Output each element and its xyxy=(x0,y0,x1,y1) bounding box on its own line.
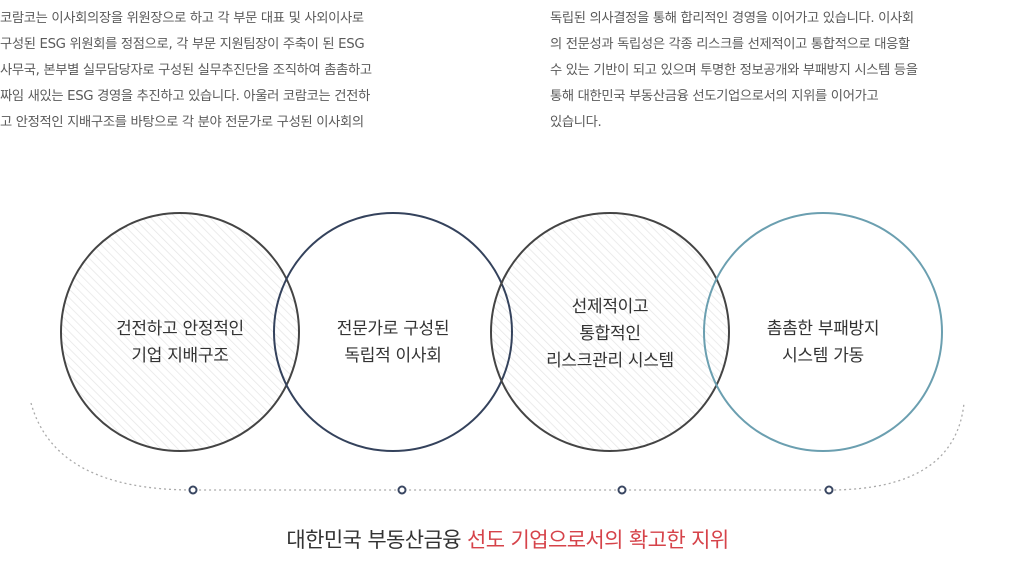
circle-governance xyxy=(60,212,300,452)
intro-left-line: 고 안정적인 지배구조를 바탕으로 각 분야 전문가로 구성된 이사회의 xyxy=(0,115,364,130)
intro-right-line: 수 있는 기반이 되고 있으며 투명한 정보공개와 부패방지 시스템 등을 xyxy=(550,63,918,78)
circle-label-line: 촘촘한 부패방지 xyxy=(766,319,880,339)
circle-label-anticorruption: 촘촘한 부패방지 시스템 가동 xyxy=(723,316,923,370)
circle-label-line: 리스크관리 시스템 xyxy=(546,351,674,371)
intro-left-line: 구성된 ESG 위원회를 정점으로, 각 부문 지원팀장이 주축이 된 ESG xyxy=(0,37,365,52)
base-arc-dashed-line xyxy=(30,402,965,491)
circle-risk-fill xyxy=(491,213,729,451)
circle-label-board: 전문가로 구성된 독립적 이사회 xyxy=(293,316,493,370)
intro-right-line: 있습니다. xyxy=(550,115,602,130)
timeline-dot xyxy=(824,485,834,495)
circle-label-governance: 건전하고 안정적인 기업 지배구조 xyxy=(80,316,280,370)
circle-label-risk: 선제적이고 통합적인 리스크관리 시스템 xyxy=(510,294,710,375)
circle-label-line: 시스템 가동 xyxy=(782,346,864,366)
tagline-prefix: 대한민국 부동산금융 xyxy=(286,528,468,552)
circle-governance-fill xyxy=(61,213,299,451)
intro-right-line: 독립된 의사결정을 통해 합리적인 경영을 이어가고 있습니다. 이사회 xyxy=(550,11,914,26)
intro-left-line: 코람코는 이사회의장을 위원장으로 하고 각 부문 대표 및 사외이사로 xyxy=(0,11,364,26)
circle-label-line: 전문가로 구성된 xyxy=(336,319,450,339)
circle-board xyxy=(273,212,513,452)
timeline-dot xyxy=(617,485,627,495)
circle-label-line: 기업 지배구조 xyxy=(131,346,229,366)
intro-paragraph-right: 독립된 의사결정을 통해 합리적인 경영을 이어가고 있습니다. 이사회 의 전… xyxy=(550,6,918,136)
circle-label-line: 독립적 이사회 xyxy=(344,346,442,366)
circle-label-line: 선제적이고 xyxy=(571,297,649,317)
timeline-dot xyxy=(188,485,198,495)
intro-right-line: 의 전문성과 독립성은 각종 리스크를 선제적이고 통합적으로 대응할 xyxy=(550,37,910,52)
tagline: 대한민국 부동산금융 선도 기업으로서의 확고한 지위 xyxy=(0,524,1015,554)
circle-label-line: 건전하고 안정적인 xyxy=(116,319,244,339)
intro-left-line: 사무국, 본부별 실무담당자로 구성된 실무추진단을 조직하여 촘촘하고 xyxy=(0,63,372,78)
circle-risk xyxy=(490,212,730,452)
tagline-highlight: 선도 기업으로서의 확고한 지위 xyxy=(467,528,729,552)
circle-anticorruption xyxy=(703,212,943,452)
intro-right-line: 통해 대한민국 부동산금융 선도기업으로서의 지위를 이어가고 xyxy=(550,89,879,104)
intro-left-line: 짜임 새있는 ESG 경영을 추진하고 있습니다. 아울러 코람코는 건전하 xyxy=(0,89,370,104)
timeline-dot xyxy=(397,485,407,495)
intro-paragraph-left: 코람코는 이사회의장을 위원장으로 하고 각 부문 대표 및 사외이사로 구성된… xyxy=(0,6,372,136)
circle-label-line: 통합적인 xyxy=(579,324,641,344)
